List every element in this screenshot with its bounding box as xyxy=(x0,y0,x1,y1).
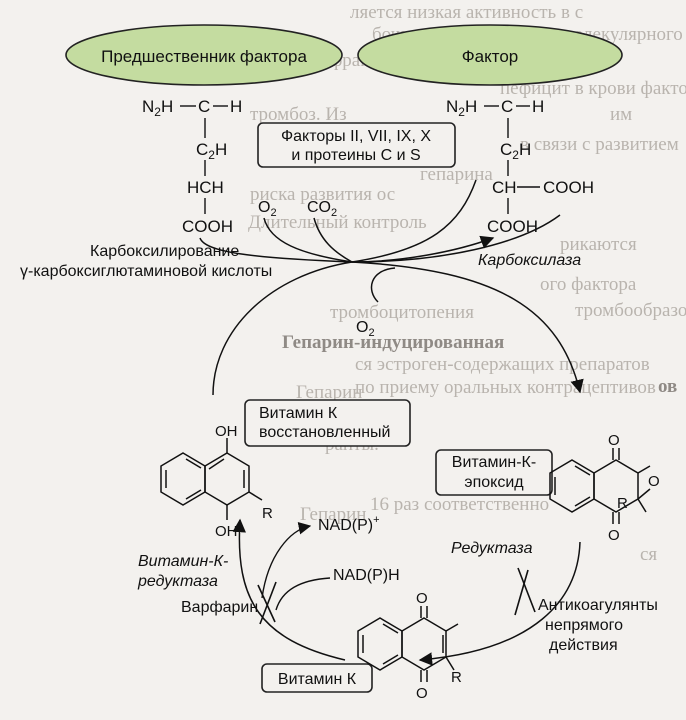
bg-line: в связи с развитием xyxy=(520,134,679,155)
precursor-label: Предшественник фактора xyxy=(101,47,307,66)
vitk-reductase-arrow xyxy=(232,518,346,661)
formula-c: C xyxy=(198,97,210,116)
bg-line: им xyxy=(610,104,632,125)
vitk-reduced-line1: Витамин К xyxy=(259,405,338,422)
o-quinone-bottom-label: O xyxy=(416,685,428,702)
factors-box xyxy=(257,122,456,168)
formula-c: C xyxy=(501,97,513,116)
reductase-label: Редуктаза xyxy=(451,540,533,557)
quinone-structure xyxy=(357,606,459,682)
oh-top-label: OH xyxy=(215,423,238,440)
o-epoxide-top-label: O xyxy=(608,432,620,449)
formula-cooh: COOH xyxy=(487,217,538,236)
nadp-plus-arrow xyxy=(261,522,312,599)
warfarin-label: Варфарин xyxy=(181,599,258,616)
factor-label: Фактор xyxy=(462,47,519,66)
o-epoxide-bottom-label: O xyxy=(608,527,620,544)
bg-line: Гепарин xyxy=(296,382,362,403)
vitk-epoxide-line1: Витамин-К- xyxy=(452,454,536,471)
bg-line: 16 раз соответственно xyxy=(370,494,549,515)
carboxylation-label-line2: γ-карбоксиглютаминовой кислоты xyxy=(20,263,272,280)
bg-line: ого фактора xyxy=(540,274,637,295)
precursor-ellipse xyxy=(65,24,343,86)
warfarin-block-mark xyxy=(257,581,277,625)
anticoag-label-line3: действия xyxy=(549,637,618,654)
formula-cooh: COOH xyxy=(543,178,594,197)
r-epoxide-label: R xyxy=(617,495,628,512)
o2-mid-label: O2 xyxy=(356,319,375,339)
bg-line: ляется низкая активность в с xyxy=(350,2,583,23)
bg-line: пефицит в крови фактора xyxy=(500,78,686,99)
background-text: ляется низкая активность в с бочка гепар… xyxy=(248,2,686,565)
precursor-formula: N2H C H C2H HCH COOH xyxy=(142,97,242,236)
formula-c2h: C2H xyxy=(196,140,227,162)
factors-box-line2: и протеины С и S xyxy=(291,147,420,164)
oh-bottom-label: OH xyxy=(215,523,238,540)
vitk-reductase-label-line1: Витамин-К- xyxy=(138,553,228,570)
anticoagulant-block-mark xyxy=(514,567,536,616)
bg-line: тромбоцитопения xyxy=(330,302,474,323)
nadph-arrow xyxy=(275,577,331,611)
bg-line: ов xyxy=(658,376,677,397)
nadph-label: NAD(P)H xyxy=(333,567,400,584)
carboxylase-label: Карбоксилаза xyxy=(478,252,581,269)
r-quinone-label: R xyxy=(451,669,462,686)
carboxylation-arrows xyxy=(199,179,584,396)
bg-line: тромбообразова xyxy=(575,300,686,321)
bg-line: ся xyxy=(640,544,657,565)
formula-h: H xyxy=(230,97,242,116)
bg-line: Длительный контроль xyxy=(248,212,427,233)
vitk-reduced-box xyxy=(244,399,411,447)
formula-ch: CH xyxy=(492,178,517,197)
factor-ellipse xyxy=(357,24,623,86)
vitk-label: Витамин К xyxy=(278,671,357,688)
bg-line: тромбоз. Из xyxy=(250,104,347,125)
vitk-reductase-label-line2: редуктаза xyxy=(137,573,218,590)
bg-line: рикаются xyxy=(560,234,637,255)
nadp-plus-label: NAD(P)+ xyxy=(318,514,380,534)
r-hydroquinone-label: R xyxy=(262,505,273,522)
hydroquinone-structure xyxy=(160,438,263,520)
bg-line: Гепарин-индуцированная xyxy=(282,332,504,353)
bg-line: Гепарин xyxy=(300,504,366,525)
formula-h: H xyxy=(532,97,544,116)
anticoag-label-line1: Антикоагулянты xyxy=(538,597,658,614)
o-quinone-top-label: O xyxy=(416,590,428,607)
bg-line: ся эстроген-содержащих препаратов xyxy=(355,354,650,375)
formula-n2h: N2H xyxy=(446,97,477,119)
carboxylation-label-line1: Карбоксилирование xyxy=(90,243,239,260)
bg-line: гепарина xyxy=(420,164,493,185)
reductase-arrow xyxy=(418,541,581,666)
co2-label: CO2 xyxy=(307,199,337,219)
formula-hch: HCH xyxy=(187,178,224,197)
formula-c2h: C2H xyxy=(500,140,531,162)
vitk-box xyxy=(261,663,373,693)
factors-box-line1: Факторы II, VII, IX, X xyxy=(281,128,431,145)
formula-n2h: N2H xyxy=(142,97,173,119)
anticoag-label-line2: непрямого xyxy=(545,617,623,634)
factor-formula: N2H C H C2H CH COOH COOH xyxy=(446,97,594,236)
epoxide-structure xyxy=(549,448,651,524)
o-epoxide-ring-label: O xyxy=(648,473,660,490)
o2-top-label: O2 xyxy=(258,199,277,219)
vitk-reduced-line2: восстановленный xyxy=(259,424,390,441)
bg-line: риска развития ос xyxy=(250,184,395,205)
bg-line: по приему оральных контрацептивов xyxy=(355,377,656,398)
vitk-epoxide-line2: эпоксид xyxy=(464,474,524,491)
formula-cooh: COOH xyxy=(182,217,233,236)
